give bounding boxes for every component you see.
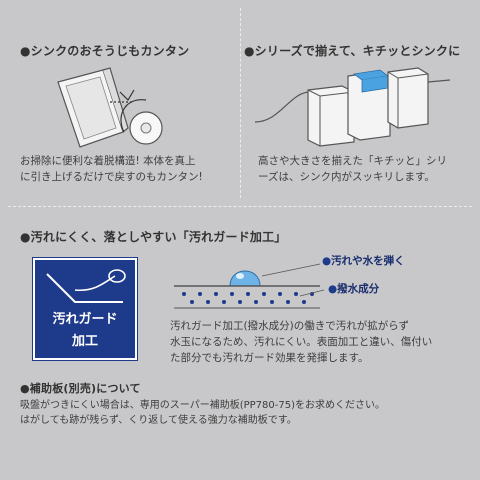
section4-title: ●補助板(別売)について xyxy=(20,382,141,395)
section4-body: 吸盤がつきにくい場合は、専用のスーパー補助板(PP780-75)をお求めください… xyxy=(20,400,385,426)
callout-dot-icon: ● xyxy=(322,255,332,267)
water-droplet-diagram xyxy=(174,263,325,309)
vertical-divider xyxy=(240,8,241,198)
water-repel-icon xyxy=(46,269,126,303)
series-products-illustration xyxy=(254,67,451,147)
badge-text-line2: 加工 xyxy=(71,334,98,349)
callout-repel-text: 汚れや水を弾く xyxy=(331,255,405,267)
section2-body: 高さや大きさを揃えた「キチッと」シリ ーズは、シンク内がスッキリします。 xyxy=(258,155,447,183)
section1-body: お掃除に便利な着脱構造! 本体を真上 に引き上げるだけで戻すのもカンタン! xyxy=(20,155,203,183)
horizontal-divider xyxy=(8,206,472,207)
dirt-guard-badge: 汚れガード 加工 xyxy=(33,258,137,360)
detachable-caddy-illustration xyxy=(57,67,163,148)
callout-dot-icon: ● xyxy=(328,283,338,295)
section3-title: ●汚れにくく、落としやすい「汚れガード加工」 xyxy=(20,230,287,244)
callout-repel: ●汚れや水を弾く xyxy=(322,253,405,268)
badge-text-line1: 汚れガード xyxy=(52,312,118,327)
callout-water-repellent: ●撥水成分 xyxy=(328,281,379,296)
section1-title: ●シンクのおそうじもカンタン xyxy=(20,44,190,58)
section2-title: ●シリーズで揃えて、キチッとシンクに xyxy=(244,44,461,58)
callout-water-repellent-text: 撥水成分 xyxy=(337,283,380,295)
section3-body: 汚れガード加工(撥水成分)の働きで汚れが拡がらず 水玉になるため、汚れにくい。表… xyxy=(170,320,433,364)
